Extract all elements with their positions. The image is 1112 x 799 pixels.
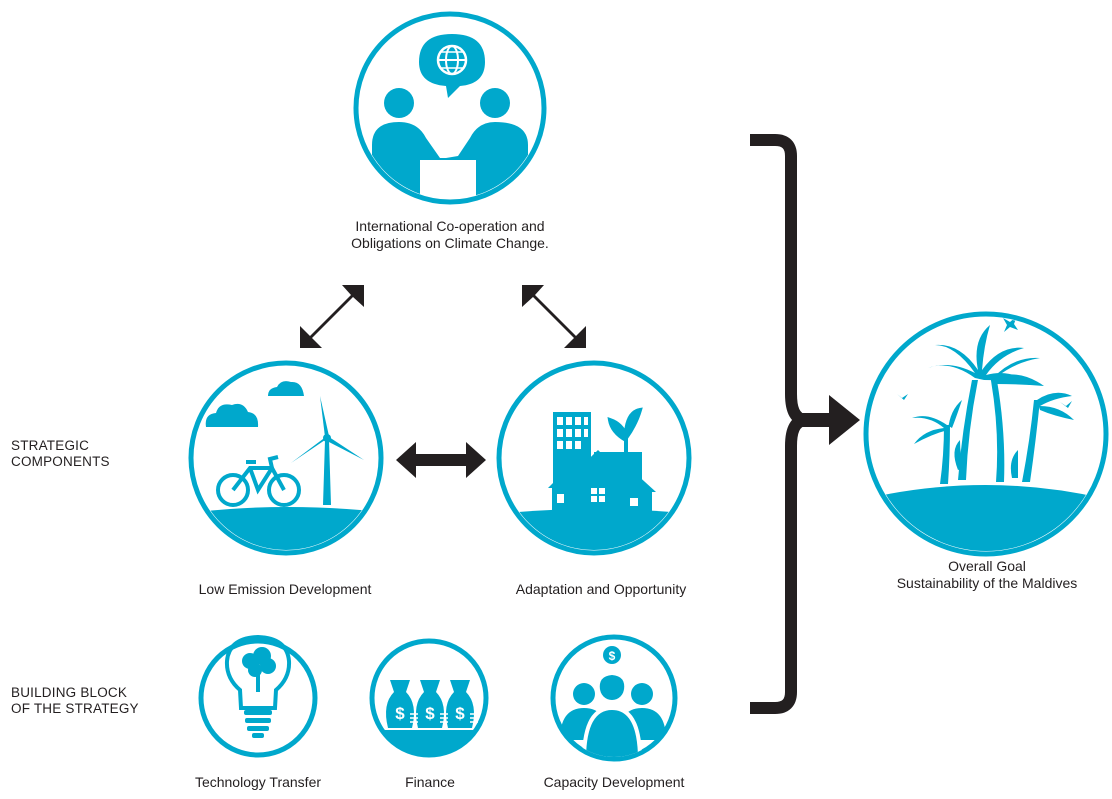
strategic-components-label: STRATEGIC COMPONENTS	[11, 438, 110, 469]
arrow-intl-low-emission	[300, 285, 364, 348]
low-emission-circle	[188, 360, 384, 556]
arrow-to-goal	[800, 395, 860, 445]
building-block-label: BUILDING BLOCK OF THE STRATEGY	[11, 685, 139, 716]
bracket	[750, 134, 812, 714]
adaptation-circle	[496, 360, 692, 556]
low-emission-node	[188, 360, 384, 556]
finance-label: Finance	[405, 774, 455, 790]
finance-node: $ $ $	[369, 638, 489, 758]
arrow-low-emission-adaptation	[396, 442, 486, 478]
svg-text:$: $	[395, 704, 405, 723]
capacity-development-node: $	[550, 634, 678, 762]
handshake-globe-icon	[372, 34, 528, 199]
technology-transfer-label: Technology Transfer	[194, 774, 322, 790]
lightbulb-tree-icon	[224, 634, 292, 738]
svg-text:$: $	[609, 649, 616, 663]
technology-circle	[198, 638, 318, 758]
international-circle	[353, 11, 547, 205]
arrow-intl-adaptation	[522, 285, 586, 348]
capacity-development-label: Capacity Development	[543, 774, 685, 790]
people-coin-icon: $	[560, 646, 666, 757]
svg-text:$: $	[455, 704, 465, 723]
low-emission-label: Low Emission Development	[198, 581, 372, 597]
international-cooperation-node	[353, 11, 547, 205]
money-bags-icon: $ $ $	[374, 680, 484, 753]
adaptation-label: Adaptation and Opportunity	[515, 581, 687, 597]
capacity-circle	[550, 634, 678, 762]
buildings-houses-plant-icon	[502, 407, 686, 550]
goal-circle	[863, 311, 1109, 557]
finance-circle	[369, 638, 489, 758]
overall-goal-node	[863, 311, 1109, 557]
international-label: International Co-operation and Obligatio…	[351, 218, 549, 251]
svg-text:$: $	[425, 704, 435, 723]
overall-goal-label: Overall Goal Sustainability of the Maldi…	[896, 558, 1078, 591]
adaptation-node	[496, 360, 692, 556]
technology-transfer-node	[198, 634, 318, 758]
